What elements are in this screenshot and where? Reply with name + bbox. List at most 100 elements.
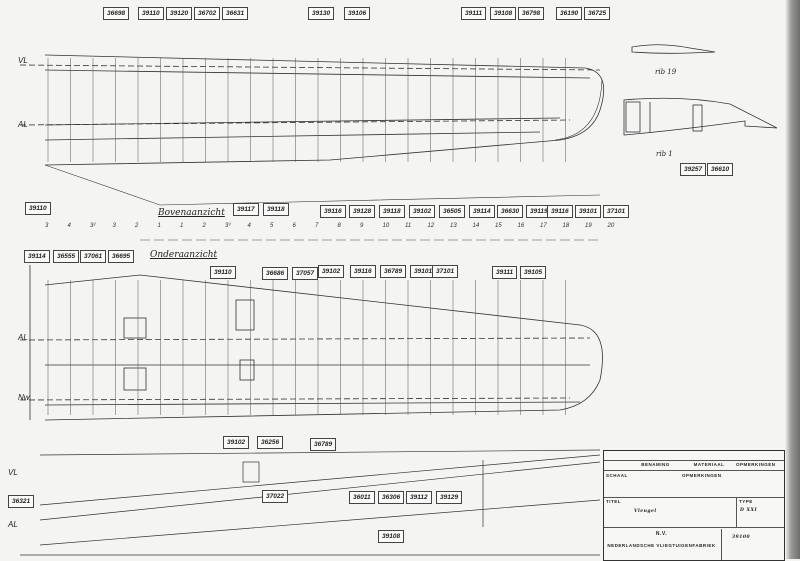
- top-part-number: 36725: [584, 7, 611, 20]
- top-part-number: 36631: [222, 7, 249, 20]
- al-label-bottom: AL: [18, 333, 28, 342]
- rib-number: 12: [427, 223, 435, 229]
- bottom-view-part-number: 36686: [262, 267, 289, 280]
- top-view-part-number: 37101: [603, 205, 630, 218]
- rib-number: 1: [157, 223, 161, 229]
- top-part-number: 36698: [103, 7, 130, 20]
- bottom-view-part-number: 36695: [108, 250, 135, 263]
- rib-number: 10: [382, 223, 390, 229]
- bottom-view-part-number: 39102: [318, 265, 345, 278]
- top-part-number: 39108: [490, 7, 517, 20]
- top-view-title: Bovenaanzicht: [158, 208, 225, 218]
- top-view-part-number: 39118: [379, 205, 405, 218]
- lower-part-number: 39108: [378, 530, 405, 543]
- scan-edge-shadow: [785, 0, 800, 559]
- top-part-number: 39120: [166, 7, 193, 20]
- bottom-view-part-number: 39114: [24, 250, 50, 263]
- bottom-view-part-number: 39111: [492, 266, 518, 279]
- rib-number: 13: [450, 223, 457, 229]
- lower-part-number: 36789: [310, 438, 337, 451]
- bottom-view-part-number: 36555: [53, 250, 80, 263]
- bottom-view-part-number: 37061: [80, 250, 107, 263]
- rib-number: 11: [405, 223, 412, 229]
- vl-label-top: VL: [18, 56, 28, 65]
- lower-part-number: 36256: [257, 436, 284, 449]
- rib19-title: rib 19: [655, 68, 677, 76]
- col-materiaal: MATERIAAL: [693, 462, 725, 467]
- lower-part-number: 39129: [436, 491, 463, 504]
- bottom-view-part-number: 39105: [520, 266, 547, 279]
- rib-number: 1: [180, 223, 184, 229]
- rib-number: 7: [315, 223, 319, 229]
- bottom-view-part-number: 37057: [292, 267, 319, 280]
- rib1-part-number: 36610: [707, 163, 734, 176]
- top-view-part-number: 39119: [526, 205, 552, 218]
- top-view-part-number: 39116: [547, 205, 573, 218]
- rib-number: 18: [562, 223, 570, 229]
- type-label: TYPE: [739, 499, 753, 504]
- rib-number: 3: [45, 223, 49, 229]
- top-part-number: 39111: [461, 7, 487, 20]
- rib-number: 14: [472, 223, 480, 229]
- col-opmerkingen: OPMERKINGEN: [736, 462, 776, 467]
- rib-number: 3: [112, 223, 116, 229]
- top-part-number: 36798: [518, 7, 545, 20]
- top-part-number: 36702: [194, 7, 221, 20]
- al-label-top: AL: [18, 120, 28, 129]
- lower-part-number: 39102: [223, 436, 250, 449]
- top-view-part-number: 39128: [349, 205, 376, 218]
- lower-part-number: 39112: [406, 491, 432, 504]
- bottom-view-part-number: 37101: [432, 265, 459, 278]
- al-label-front: AL: [8, 520, 18, 529]
- top-view-part-number: 39102: [409, 205, 436, 218]
- nw-label-bottom: Nw.: [18, 393, 32, 402]
- top-view-part-number: 39110: [25, 202, 51, 215]
- rib-number: 2: [135, 223, 139, 229]
- rib-number: 6: [292, 223, 296, 229]
- rib-number: 3²: [90, 223, 96, 229]
- rib-number: 16: [517, 223, 525, 229]
- top-view-part-number: 39116: [320, 205, 346, 218]
- rib1-section: [623, 97, 778, 136]
- drawing-title: Vleugel: [634, 509, 657, 514]
- company-line2: NEDERLANDSCHE VLIEGTUIGENFABRIEK: [607, 543, 716, 548]
- lower-part-number: 36011: [349, 491, 375, 504]
- bottom-view-outline: [44, 274, 603, 421]
- schaal-label: SCHAAL: [606, 473, 628, 478]
- rib-number: 3³: [225, 223, 231, 229]
- lower-part-number: 36306: [378, 491, 405, 504]
- top-part-number: 39106: [344, 7, 371, 20]
- top-view-part-number: 39101: [575, 205, 602, 218]
- top-view-part-number: 39117: [233, 203, 259, 216]
- top-part-number: 39110: [138, 7, 164, 20]
- rib-number: 9: [360, 223, 364, 229]
- rib19-section: [631, 44, 716, 54]
- title-block: BENAMING MATERIAAL OPMERKINGEN SCHAAL OP…: [603, 450, 785, 561]
- top-part-number: 36190: [556, 7, 583, 20]
- rib-number: 8: [337, 223, 341, 229]
- rib1-part-number: 39257: [680, 163, 707, 176]
- lower-part-number: 36321: [8, 495, 35, 508]
- top-view-part-number: 36630: [497, 205, 524, 218]
- vl-label-front: VL: [8, 468, 18, 477]
- aircraft-type: D XXI: [740, 508, 758, 513]
- rib-number: 4: [247, 223, 251, 229]
- company-line1: N.V.: [655, 531, 668, 537]
- rib-number: 17: [540, 223, 547, 229]
- bottom-view-part-number: 36789: [380, 265, 407, 278]
- lower-part-number: 37022: [262, 490, 289, 503]
- rib1-title: rib 1: [656, 150, 673, 158]
- bottom-view-title: Onderaanzicht: [150, 250, 218, 260]
- rib-number: 2: [202, 223, 206, 229]
- rib-number: 4: [67, 223, 71, 229]
- opmerkingen-label: OPMERKINGEN: [682, 473, 722, 478]
- top-view-part-number: 39118: [263, 203, 289, 216]
- bottom-view-part-number: 39116: [350, 265, 376, 278]
- rib-number: 15: [495, 223, 502, 229]
- top-view-part-number: 36505: [439, 205, 466, 218]
- col-benaming: BENAMING: [641, 462, 670, 467]
- rib-number: 19: [585, 223, 592, 229]
- titel-label: TITEL: [606, 499, 621, 504]
